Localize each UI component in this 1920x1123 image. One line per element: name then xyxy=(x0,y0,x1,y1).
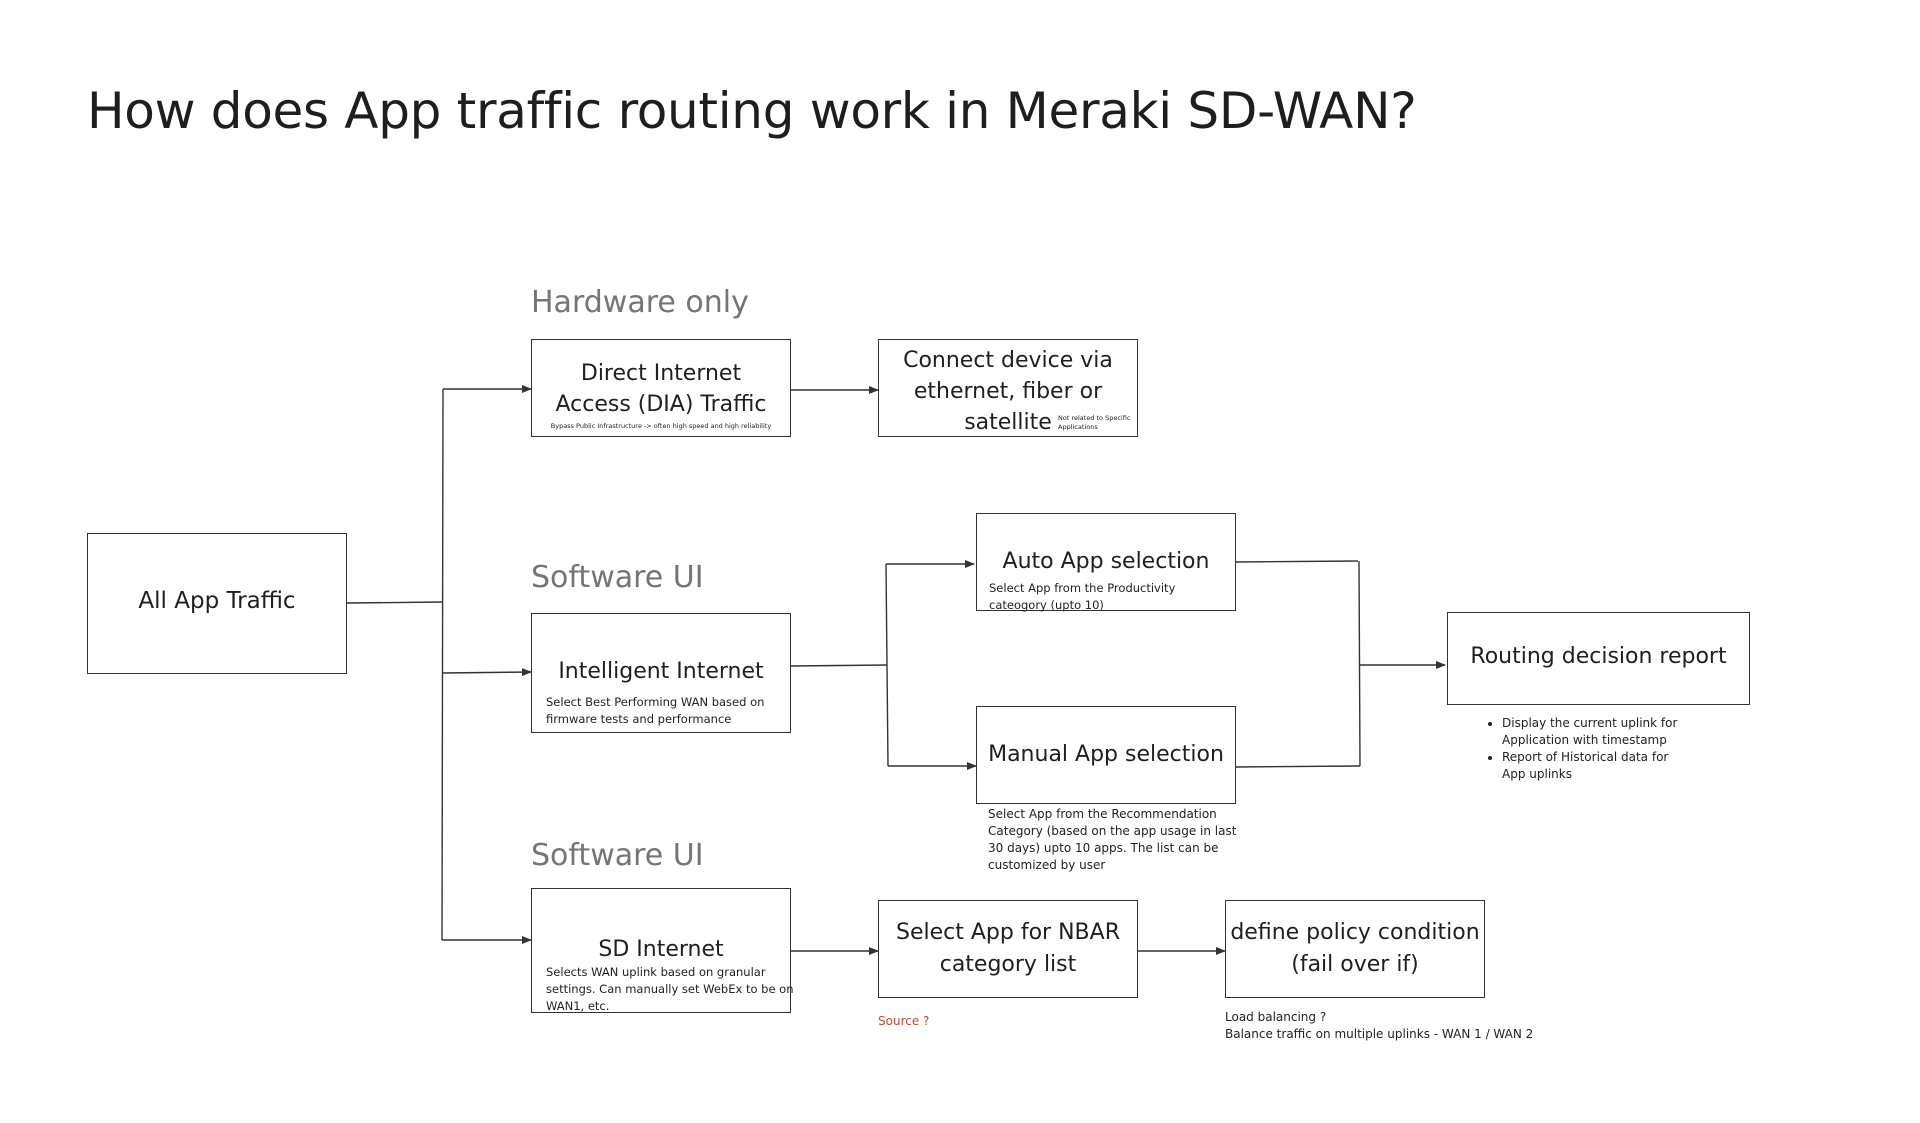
note-nbar-source: Source ? xyxy=(878,1014,930,1028)
node-dia-sub: Bypass Public Infrastructure -> often hi… xyxy=(550,422,772,430)
edge-merge-vertical xyxy=(1358,560,1361,767)
note-routing-list: Display the current uplink for Applicati… xyxy=(1486,715,1686,783)
node-auto-app-label: Auto App selection xyxy=(1002,549,1210,574)
node-nbar-label-line2: category list xyxy=(939,952,1077,977)
edge-trunk-to-intelligent xyxy=(441,668,532,677)
page-title: How does App traffic routing work in Mer… xyxy=(87,82,1417,140)
note-manual-app-line1: Select App from the Recommendation xyxy=(988,807,1217,821)
node-sd-internet[interactable]: SD Internet Selects WAN uplink based on … xyxy=(531,888,794,1015)
edge-app-branch-vertical xyxy=(885,563,889,767)
note-policy-line1: Load balancing ? xyxy=(1225,1010,1327,1024)
node-auto-app-selection[interactable]: Auto App selection Select App from the P… xyxy=(976,513,1236,614)
node-dia-label: Direct Internet Access (DIA) Traffic xyxy=(532,358,790,420)
node-connect-label-line2: ethernet, fiber or xyxy=(913,379,1103,404)
node-intelligent-label: Intelligent Internet xyxy=(558,659,764,684)
node-policy-condition[interactable]: define policy condition (fail over if) xyxy=(1225,900,1485,998)
node-intelligent-sub: Select Best Performing WAN based on firm… xyxy=(546,694,764,728)
note-manual-app-line2: Category (based on the app usage in last xyxy=(988,824,1237,838)
edge-trunk-vertical xyxy=(441,388,444,941)
note-routing-item-2: Report of Historical data for App uplink… xyxy=(1502,749,1686,783)
note-policy: Load balancing ? Balance traffic on mult… xyxy=(1225,1009,1533,1043)
node-connect-label-line3: satellite xyxy=(964,410,1052,435)
node-connect-sub-line1: Not related to Specific xyxy=(1058,414,1131,422)
edge-auto-out xyxy=(1235,560,1359,563)
edge-manual-out xyxy=(1235,765,1361,768)
node-routing-decision-report[interactable]: Routing decision report xyxy=(1447,612,1750,705)
node-intelligent-sub-line2: firmware tests and performance xyxy=(546,712,732,726)
node-sd-internet-sub-line2: settings. Can manually set WebEx to be o… xyxy=(546,982,794,996)
node-auto-app-sub: Select App from the Productivity cateogo… xyxy=(989,580,1175,614)
note-manual-app-line4: customized by user xyxy=(988,858,1106,872)
node-dia-label-line1: Direct Internet xyxy=(580,361,742,386)
note-routing: Display the current uplink for Applicati… xyxy=(1486,715,1686,783)
section-label-software-2: Software UI xyxy=(531,838,704,873)
node-nbar-label: Select App for NBAR category list xyxy=(879,917,1137,981)
node-sd-internet-label: SD Internet xyxy=(598,937,724,962)
node-connect-device[interactable]: Connect device via ethernet, fiber or sa… xyxy=(878,339,1138,437)
node-connect-label-line1: Connect device via xyxy=(903,348,1113,373)
section-label-hardware: Hardware only xyxy=(531,285,749,320)
node-nbar-selection[interactable]: Select App for NBAR category list xyxy=(878,900,1138,998)
node-sd-internet-sub-line1: Selects WAN uplink based on granular xyxy=(546,965,766,979)
node-manual-app-selection[interactable]: Manual App selection xyxy=(976,706,1236,804)
node-all-app-traffic-label: All App Traffic xyxy=(138,588,296,614)
edge-all-to-trunk xyxy=(346,601,444,604)
node-intelligent-sub-line1: Select Best Performing WAN based on xyxy=(546,695,765,709)
node-connect-sub-line2: Applications xyxy=(1058,423,1098,431)
node-intelligent-internet[interactable]: Intelligent Internet Select Best Perform… xyxy=(531,613,791,733)
node-dia-label-line2: Access (DIA) Traffic xyxy=(555,392,767,417)
node-sd-internet-sub: Selects WAN uplink based on granular set… xyxy=(546,964,794,1015)
node-auto-app-sub-line2: cateogory (upto 10) xyxy=(989,598,1104,612)
note-manual-app: Select App from the Recommendation Categ… xyxy=(988,806,1236,874)
node-connect-label: Connect device via ethernet, fiber or sa… xyxy=(879,345,1137,438)
node-routing-label: Routing decision report xyxy=(1470,644,1727,669)
note-routing-item-1: Display the current uplink for Applicati… xyxy=(1502,715,1686,749)
node-sd-internet-sub-line3: WAN1, etc. xyxy=(546,999,610,1013)
note-policy-line2: Balance traffic on multiple uplinks - WA… xyxy=(1225,1027,1534,1041)
node-policy-label: define policy condition (fail over if) xyxy=(1226,917,1484,981)
node-nbar-label-line1: Select App for NBAR xyxy=(896,920,1120,945)
node-auto-app-sub-line1: Select App from the Productivity xyxy=(989,581,1176,595)
node-policy-label-line2: (fail over if) xyxy=(1291,952,1419,977)
note-manual-app-line3: 30 days) upto 10 apps. The list can be xyxy=(988,841,1219,855)
node-policy-label-line1: define policy condition xyxy=(1230,920,1480,945)
edge-intelligent-out xyxy=(790,664,888,667)
section-label-software-1: Software UI xyxy=(531,560,704,595)
node-manual-app-label: Manual App selection xyxy=(988,742,1224,767)
node-dia-traffic[interactable]: Direct Internet Access (DIA) Traffic Byp… xyxy=(531,339,791,437)
node-connect-sub: Not related to Specific Applications xyxy=(1058,414,1130,432)
node-all-app-traffic[interactable]: All App Traffic xyxy=(87,533,347,674)
